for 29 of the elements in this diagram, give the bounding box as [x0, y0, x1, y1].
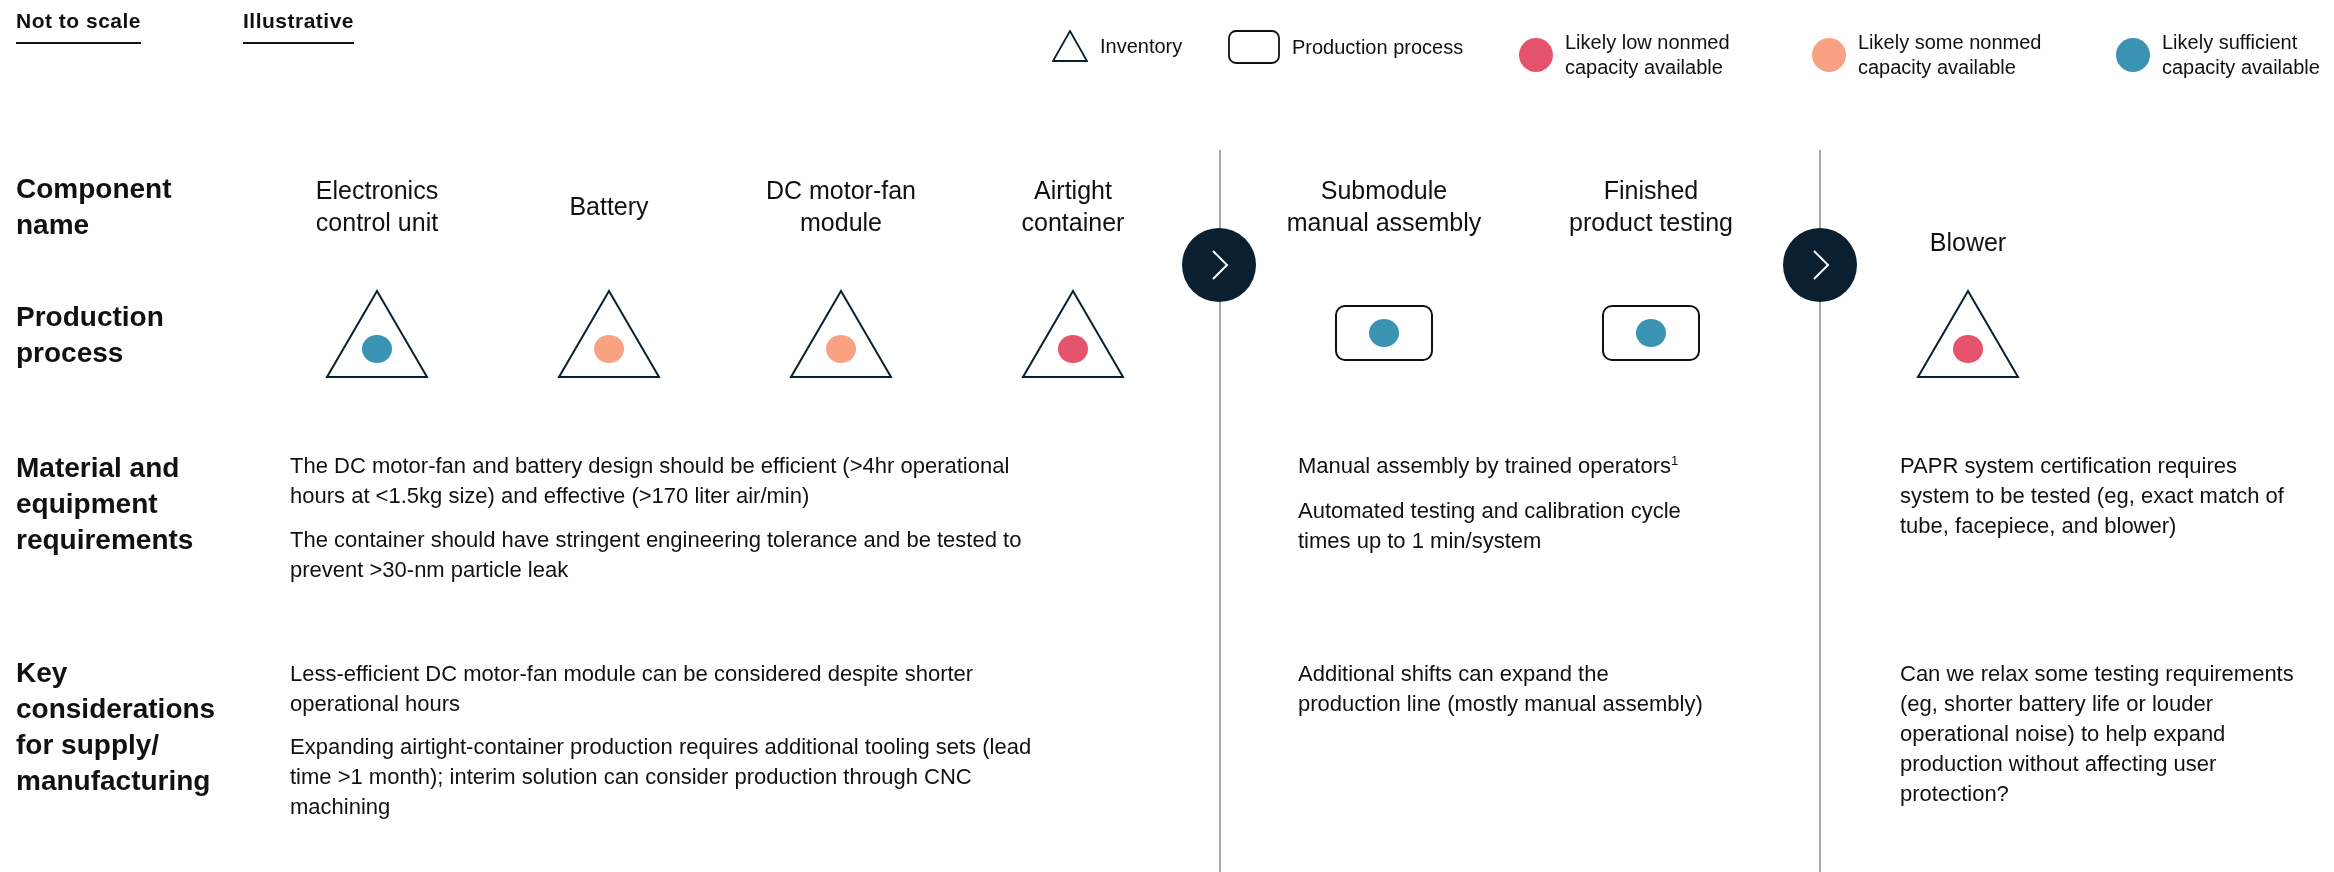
body-text: Expanding airtight-container production requires additional tooling sets (lead time >1 month); interim solution can consider production through CNC machining	[290, 733, 1033, 821]
column-heading: Airtight container	[1020, 175, 1126, 238]
body-text: Manual assembly by trained operators$^{1}$	[1298, 451, 1680, 480]
row-header: Component name	[16, 172, 173, 242]
note-tag: Not to scale	[16, 6, 142, 44]
column-heading: Electronics control unit	[314, 175, 440, 238]
body-text: Automated testing and calibration cycle times up to 1 min/system	[1298, 497, 1682, 555]
body-text: Less-efficient DC motor-fan module can be considered despite shorter operational hours	[290, 660, 975, 718]
row-header: Key considerations for supply/ manufacturing	[16, 656, 217, 798]
legend-text: Likely sufficient capacity available	[2162, 30, 2321, 80]
legend-text: Production process	[1292, 34, 1465, 60]
row-header: Production process	[16, 300, 165, 370]
column-heading: DC motor-fan module	[764, 175, 917, 238]
column-heading: Submodule manual assembly	[1285, 175, 1483, 238]
body-text: The container should have stringent engineering tolerance and be tested to prevent >30-nm particle leak	[290, 526, 1023, 584]
body-text: Additional shifts can expand the production line (mostly manual assembly)	[1298, 660, 1704, 718]
chevron-circle	[1182, 228, 1256, 302]
row-header: Material and equipment requirements	[16, 451, 195, 557]
chevron-circle	[1783, 228, 1857, 302]
note-tag: Illustrative	[243, 6, 355, 44]
column-heading: Blower	[1928, 227, 2008, 258]
body-text: The DC motor-fan and battery design should be efficient (>4hr operational hours at <1.5kg size) and effective (>170 liter air/min)	[290, 452, 1011, 510]
body-text: Can we relax some testing requirements (eg, shorter battery life or louder operational noise) to help expand production without affecting user protection?	[1900, 660, 2295, 808]
legend-text: Likely low nonmed capacity available	[1565, 30, 1731, 80]
column-heading: Finished product testing	[1568, 175, 1734, 238]
column-heading: Battery	[568, 191, 650, 222]
legend-text: Likely some nonmed capacity available	[1858, 30, 2043, 80]
body-text: PAPR system certification requires system to be tested (eg, exact match of tube, facepiece, and blower)	[1900, 452, 2285, 540]
legend-text: Inventory	[1100, 33, 1184, 59]
